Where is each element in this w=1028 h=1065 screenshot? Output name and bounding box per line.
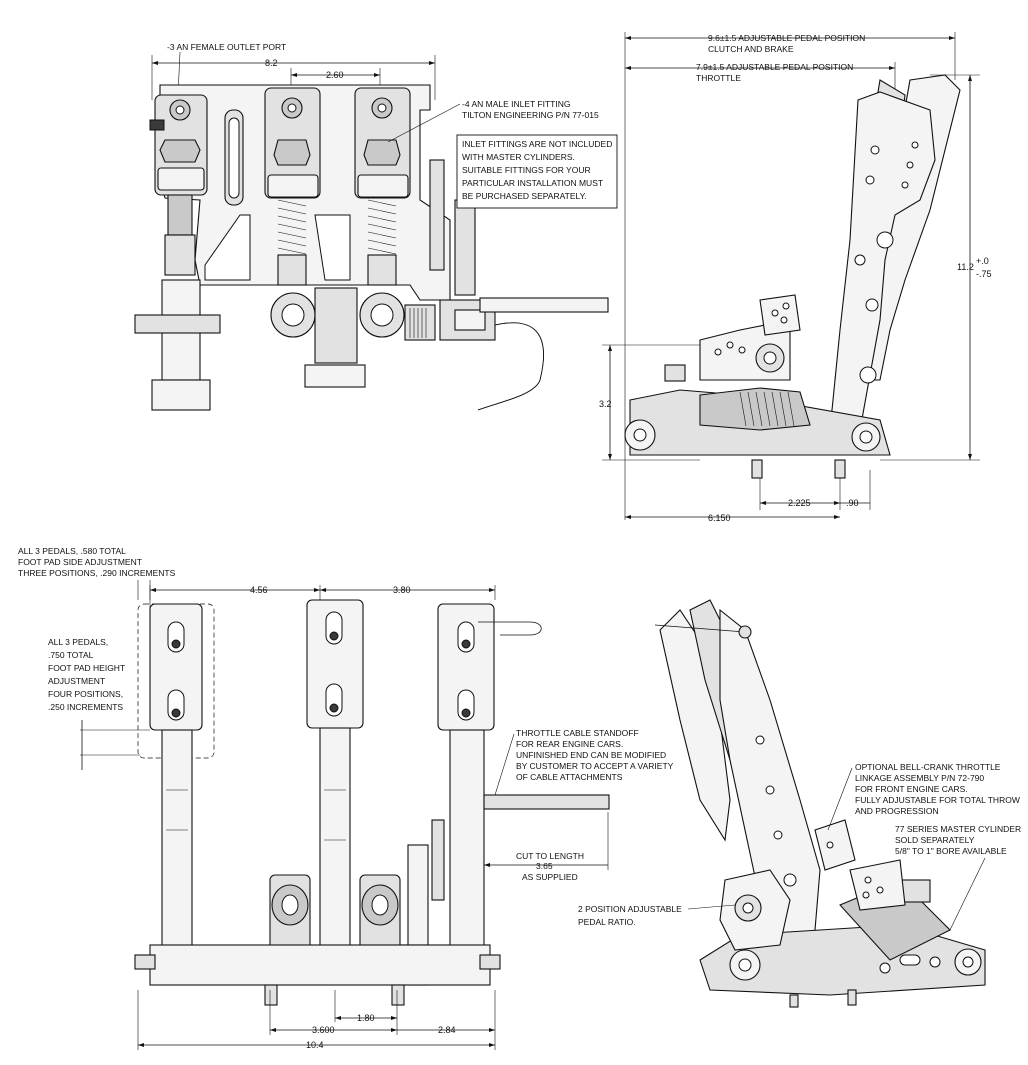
dim-104: 10.4 <box>306 1040 324 1050</box>
bellcrank-line: OPTIONAL BELL-CRANK THROTTLE <box>855 762 1001 772</box>
throttle-position-1: 7.9±1.5 ADJUSTABLE PEDAL POSITION <box>696 62 853 72</box>
dim-380: 3.80 <box>393 585 411 595</box>
bellcrank-line: FULLY ADJUSTABLE FOR TOTAL THROW <box>855 795 1020 805</box>
top-view: 8.2 2.60 -3 AN FEMALE OUTLET PORT <box>134 42 618 411</box>
bellcrank-line: AND PROGRESSION <box>855 806 939 816</box>
dim-090: .90 <box>846 498 859 508</box>
dim-284: 2.84 <box>438 1025 456 1035</box>
inlet-note-line: SUITABLE FITTINGS FOR YOUR <box>462 165 591 175</box>
inlet-note-box <box>456 134 618 209</box>
dim-180: 1.80 <box>357 1013 375 1023</box>
throttle-cable-standoff <box>483 794 610 810</box>
front-view: ALL 3 PEDALS, .580 TOTAL FOOT PAD SIDE A… <box>18 546 674 1050</box>
inlet-note-line: BE PURCHASED SEPARATELY. <box>462 191 587 201</box>
master-cylinder-right <box>354 87 411 286</box>
iso-pedal-rear <box>659 609 731 842</box>
master-cylinder-line: 77 SERIES MASTER CYLINDER <box>895 824 1021 834</box>
inlet-note-line: WITH MASTER CYLINDERS. <box>462 152 575 162</box>
side-view: 9.6±1.5 ADJUSTABLE PEDAL POSITION CLUTCH… <box>599 32 992 523</box>
dim-overall: 8.2 <box>265 58 278 68</box>
dim-2225: 2.225 <box>788 498 811 508</box>
inlet-fitting-label-1: -4 AN MALE INLET FITTING <box>462 99 570 109</box>
standoff-line: BY CUSTOMER TO ACCEPT A VARIETY <box>516 761 674 771</box>
base-plate-front <box>149 944 491 986</box>
side-adjust-line: ALL 3 PEDALS, .580 TOTAL <box>18 546 126 556</box>
clutch-brake-position-2: CLUTCH AND BRAKE <box>708 44 794 54</box>
standoff-line: OF CABLE ATTACHMENTS <box>516 772 623 782</box>
height-adjust-line: .750 TOTAL <box>48 650 94 660</box>
inlet-note-line: INLET FITTINGS ARE NOT INCLUDED <box>462 139 612 149</box>
side-adjust-line: FOOT PAD SIDE ADJUSTMENT <box>18 557 142 567</box>
ratio-line: 2 POSITION ADJUSTABLE <box>578 904 682 914</box>
outlet-port-label: -3 AN FEMALE OUTLET PORT <box>167 42 286 52</box>
dim-height-tol-plus: +.0 <box>976 256 989 266</box>
bellcrank-line: LINKAGE ASSEMBLY P/N 72-790 <box>855 773 984 783</box>
ratio-line: PEDAL RATIO. <box>578 917 636 927</box>
pedal-arm-side-front <box>829 91 936 441</box>
dim-height-tol-minus: -.75 <box>976 269 992 279</box>
side-adjust-line: THREE POSITIONS, .290 INCREMENTS <box>18 568 176 578</box>
dim-3600: 3.600 <box>312 1025 335 1035</box>
height-adjust-line: ADJUSTMENT <box>48 676 105 686</box>
height-adjust-line: FOOT PAD HEIGHT <box>48 663 125 673</box>
master-cylinder-left <box>149 94 208 276</box>
clutch-brake-position-1: 9.6±1.5 ADJUSTABLE PEDAL POSITION <box>708 33 865 43</box>
standoff-line: THROTTLE CABLE STANDOFF <box>516 728 639 738</box>
master-cylinder-line: SOLD SEPARATELY <box>895 835 975 845</box>
pedal-arm-right <box>449 729 485 951</box>
cut-line: 3.65 <box>536 861 553 871</box>
dim-spacing: 2.60 <box>326 70 344 80</box>
master-cylinder-line: 5/8" TO 1" BORE AVAILABLE <box>895 846 1007 856</box>
bellcrank-line: FOR FRONT ENGINE CARS. <box>855 784 968 794</box>
standoff-line: UNFINISHED END CAN BE MODIFIED <box>516 750 666 760</box>
dim-6150: 6.150 <box>708 513 731 523</box>
height-adjust-line: .250 INCREMENTS <box>48 702 123 712</box>
standoff-line: FOR REAR ENGINE CARS. <box>516 739 623 749</box>
dim-base-height: 3.2 <box>599 399 612 409</box>
iso-view: OPTIONAL BELL-CRANK THROTTLE LINKAGE ASS… <box>578 599 1021 1008</box>
throttle-position-2: THROTTLE <box>696 73 741 83</box>
dim-456: 4.56 <box>250 585 268 595</box>
cut-line: CUT TO LENGTH <box>516 851 584 861</box>
pedal-arm-center <box>319 727 351 959</box>
height-adjust-line: FOUR POSITIONS, <box>48 689 123 699</box>
master-cylinder-center <box>264 87 321 286</box>
inlet-note-line: PARTICULAR INSTALLATION MUST <box>462 178 603 188</box>
height-adjust-line: ALL 3 PEDALS, <box>48 637 108 647</box>
inlet-fitting-label-2: TILTON ENGINEERING P/N 77-015 <box>462 110 599 120</box>
dim-height: 11.2 <box>957 262 974 272</box>
pedal-arm-left <box>161 729 193 951</box>
cut-line: AS SUPPLIED <box>522 872 578 882</box>
